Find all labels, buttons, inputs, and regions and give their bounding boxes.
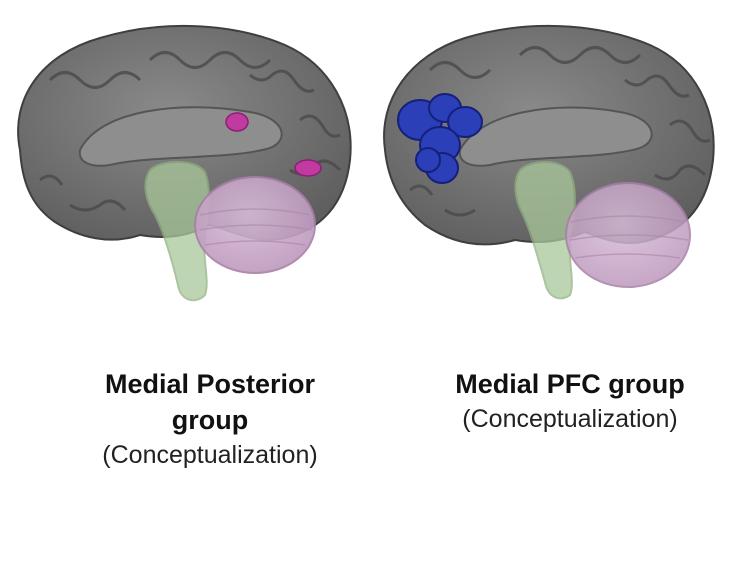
brain-medial-view-right (383, 24, 715, 300)
caption-medial-posterior: Medial Posterior group (Conceptualizatio… (40, 366, 380, 472)
brainstem-right (514, 161, 576, 300)
subtitle: (Conceptualization) (102, 441, 318, 469)
title-line-1: Medial Posterior (104, 369, 316, 399)
title-line-2: group (171, 405, 249, 435)
posterior-highlight (225, 112, 322, 177)
title: Medial PFC group (455, 369, 685, 399)
panel-medial-posterior: Medial Posterior group (Conceptualizatio… (17, 24, 352, 469)
mpfc-highlight (397, 93, 483, 184)
brainstem-left (144, 161, 210, 302)
caption-medial-pfc: Medial PFC group (Conceptualization) (410, 366, 730, 436)
panel-medial-pfc: Medial PFC group (Conceptualization) (370, 0, 738, 570)
subtitle: (Conceptualization) (462, 405, 678, 433)
brain-medial-view-left (17, 24, 352, 302)
